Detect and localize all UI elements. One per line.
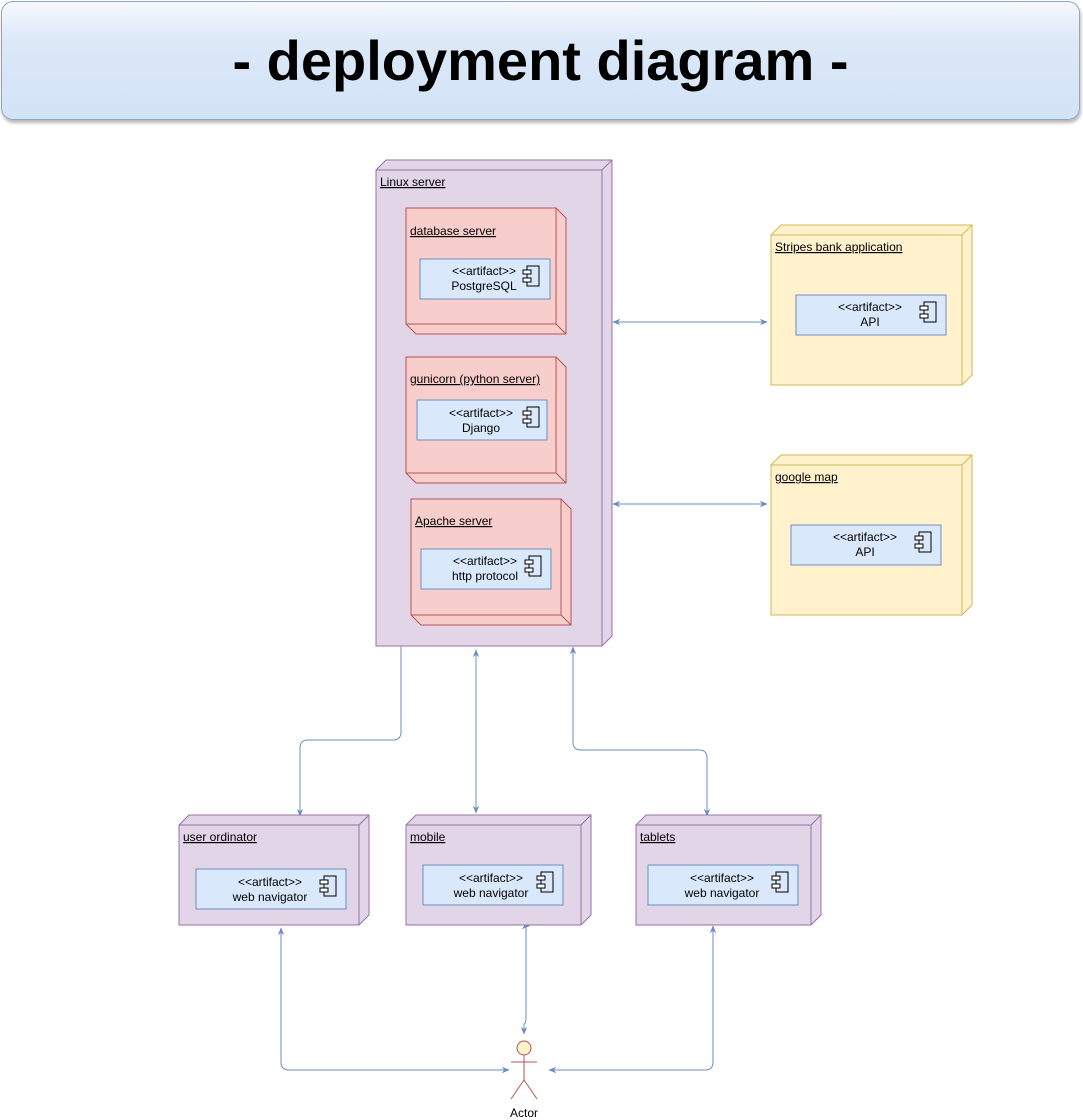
title-banner: - deployment diagram -: [1, 1, 1080, 120]
artifact-django[interactable]: <<artifact>> Django: [416, 399, 548, 441]
artifact-name: API: [855, 545, 874, 559]
artifact-stripes-api[interactable]: <<artifact>> API: [795, 294, 947, 336]
artifact-http-protocol[interactable]: <<artifact>> http protocol: [420, 548, 552, 590]
node-stripes-bank[interactable]: Stripes bank application <<artifact>> AP…: [770, 224, 973, 386]
node-label: google map: [775, 470, 838, 484]
node-user-ordinator[interactable]: user ordinator <<artifact>> web navigato…: [178, 814, 370, 926]
connectors: [277, 318, 768, 1074]
actor-label: Actor: [510, 1106, 538, 1120]
artifact-tablets-web-navigator[interactable]: <<artifact>> web navigator: [647, 864, 799, 906]
artifact-stereotype: <<artifact>>: [838, 300, 902, 314]
node-label: tablets: [640, 830, 675, 844]
artifact-name: Django: [462, 421, 500, 435]
node-apache-server[interactable]: Apache server <<artifact>> http protocol: [410, 498, 572, 626]
artifact-name: web navigator: [232, 890, 308, 904]
artifact-postgresql[interactable]: <<artifact>> PostgreSQL: [419, 258, 551, 300]
artifact-name: API: [860, 315, 879, 329]
node-gunicorn-server[interactable]: gunicorn (python server) <<artifact>> Dj…: [405, 356, 567, 484]
node-label: user ordinator: [183, 830, 257, 844]
artifact-name: http protocol: [452, 569, 518, 583]
page-title: - deployment diagram -: [232, 29, 849, 92]
artifact-stereotype: <<artifact>>: [833, 530, 897, 544]
node-label: database server: [410, 224, 496, 238]
artifact-stereotype: <<artifact>>: [238, 875, 302, 889]
actor-icon: [510, 1040, 538, 1100]
edge-linux-user[interactable]: [296, 646, 402, 817]
node-mobile[interactable]: mobile <<artifact>> web navigator: [405, 814, 592, 926]
edge-tablets-actor[interactable]: [548, 925, 717, 1074]
artifact-stereotype: <<artifact>>: [449, 406, 513, 420]
artifact-name: PostgreSQL: [451, 279, 517, 293]
artifact-google-api[interactable]: <<artifact>> API: [790, 524, 942, 566]
artifact-user-web-navigator[interactable]: <<artifact>> web navigator: [195, 868, 347, 910]
node-label: Stripes bank application: [775, 240, 902, 254]
artifact-stereotype: <<artifact>>: [453, 554, 517, 568]
edge-user-actor[interactable]: [277, 927, 510, 1074]
node-google-map[interactable]: google map <<artifact>> API: [770, 454, 973, 616]
artifact-stereotype: <<artifact>>: [452, 264, 516, 278]
artifact-stereotype: <<artifact>>: [690, 871, 754, 885]
node-label: Apache server: [415, 514, 492, 528]
node-label: Linux server: [380, 175, 445, 189]
artifact-name: web navigator: [684, 886, 760, 900]
edge-linux-tablets[interactable]: [569, 646, 711, 817]
artifact-name: web navigator: [453, 886, 529, 900]
node-database-server[interactable]: database server <<artifact>> PostgreSQL: [405, 207, 567, 335]
node-label: mobile: [410, 830, 446, 844]
node-label: gunicorn (python server): [410, 372, 540, 386]
edge-mobile-actor[interactable]: [520, 922, 530, 1035]
artifact-mobile-web-navigator[interactable]: <<artifact>> web navigator: [422, 864, 564, 906]
node-tablets[interactable]: tablets <<artifact>> web navigator: [635, 814, 822, 926]
actor[interactable]: Actor: [510, 1040, 538, 1120]
artifact-stereotype: <<artifact>>: [459, 871, 523, 885]
